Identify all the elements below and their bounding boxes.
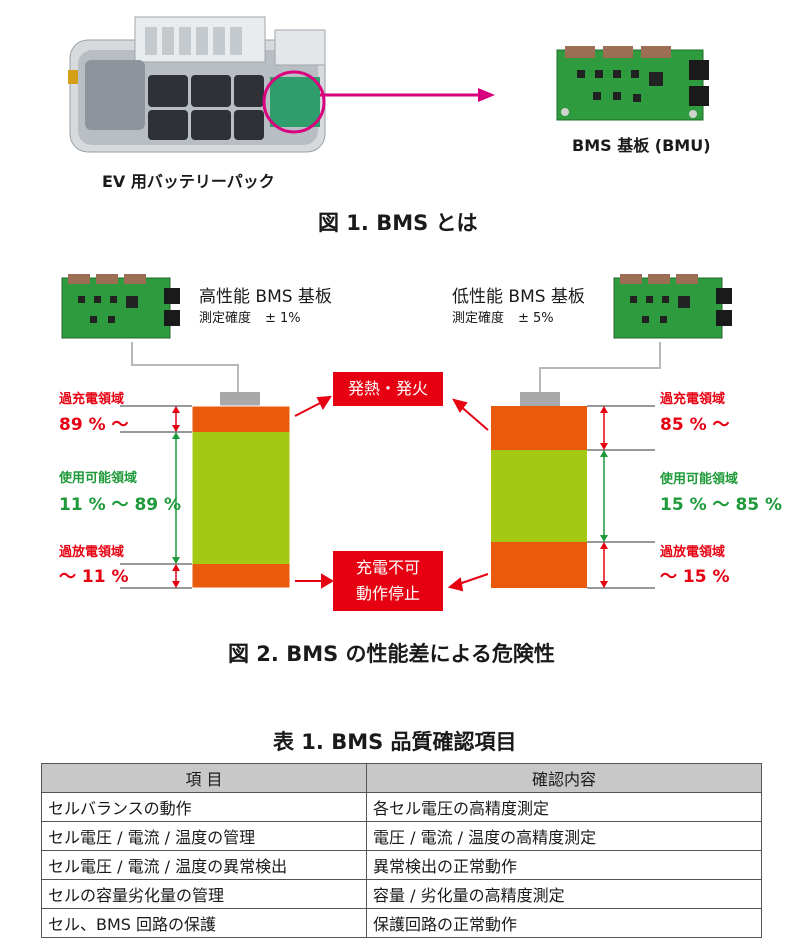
table1-title: 表 1. BMS 品質確認項目 xyxy=(273,730,517,754)
left-battery xyxy=(191,392,291,589)
right-board-title: 低性能 BMS 基板 xyxy=(452,287,585,307)
header-item: 項 目 xyxy=(41,763,367,793)
right-accuracy-label: 測定確度 xyxy=(452,311,505,326)
row-item: セル電圧 / 電流 / 温度の異常検出 xyxy=(41,850,367,880)
bms-board-image xyxy=(553,42,715,124)
danger-stop-line2: 動作停止 xyxy=(355,584,420,603)
pointer-arrow xyxy=(320,85,500,105)
quality-table-wrap: 項 目 確認内容 セルバランスの動作 各セル電圧の高精度測定 セル電圧 / 電流… xyxy=(41,763,762,938)
pack-caption: EV 用バッテリーパック xyxy=(102,172,275,191)
right-over-value: 85 % ～ xyxy=(660,415,730,435)
table-row: セル、BMS 回路の保護 保護回路の正常動作 xyxy=(41,908,762,938)
bms-diagram xyxy=(0,340,800,630)
table-header-row: 項 目 確認内容 xyxy=(41,763,762,793)
row-check: 各セル電圧の高精度測定 xyxy=(366,792,762,822)
table-row: セル電圧 / 電流 / 温度の異常検出 異常検出の正常動作 xyxy=(41,850,762,880)
header-check: 確認内容 xyxy=(366,763,762,793)
table-row: セル電圧 / 電流 / 温度の管理 電圧 / 電流 / 温度の高精度測定 xyxy=(41,821,762,851)
left-over-label: 過充電領域 xyxy=(59,392,125,407)
row-check: 電圧 / 電流 / 温度の高精度測定 xyxy=(366,821,762,851)
row-check: 異常検出の正常動作 xyxy=(366,850,762,880)
left-board-title: 高性能 BMS 基板 xyxy=(199,287,332,307)
danger-overheat-badge: 発熱・発火 xyxy=(333,372,443,406)
left-usable-label: 使用可能領域 xyxy=(59,471,138,486)
danger-stop-line1: 充電不可 xyxy=(355,558,420,577)
right-over-label: 過充電領域 xyxy=(660,392,726,407)
left-under-value: ～ 11 % xyxy=(59,567,129,587)
figure1-title: 図 1. BMS とは xyxy=(318,211,478,235)
right-accuracy-value: ± 5% xyxy=(518,311,554,326)
row-item: セルの容量劣化量の管理 xyxy=(41,879,367,909)
right-usable-label: 使用可能領域 xyxy=(660,472,739,487)
right-under-label: 過放電領域 xyxy=(660,545,726,560)
table-row: セルの容量劣化量の管理 容量 / 劣化量の高精度測定 xyxy=(41,879,762,909)
left-accuracy: 測定確度 ± 1% xyxy=(199,307,301,326)
left-under-label: 過放電領域 xyxy=(59,545,125,560)
left-over-value: 89 % ～ xyxy=(59,415,129,435)
left-usable-value: 11 % ～ 89 % xyxy=(59,495,182,515)
row-item: セル電圧 / 電流 / 温度の管理 xyxy=(41,821,367,851)
row-check: 保護回路の正常動作 xyxy=(366,908,762,938)
danger-stop-badge: 充電不可 動作停止 xyxy=(333,551,443,611)
board-caption: BMS 基板 (BMU) xyxy=(572,136,711,155)
right-usable-value: 15 % ～ 85 % xyxy=(660,495,783,515)
figure2-title: 図 2. BMS の性能差による危険性 xyxy=(228,642,555,666)
right-accuracy: 測定確度 ± 5% xyxy=(452,307,554,326)
left-accuracy-value: ± 1% xyxy=(265,311,301,326)
high-perf-board-image xyxy=(60,272,182,342)
quality-table: 項 目 確認内容 セルバランスの動作 各セル電圧の高精度測定 セル電圧 / 電流… xyxy=(41,763,762,938)
row-item: セルバランスの動作 xyxy=(41,792,367,822)
table-row: セルバランスの動作 各セル電圧の高精度測定 xyxy=(41,792,762,822)
battery-pack-image xyxy=(60,5,340,165)
left-accuracy-label: 測定確度 xyxy=(199,311,252,326)
row-check: 容量 / 劣化量の高精度測定 xyxy=(366,879,762,909)
right-under-value: ～ 15 % xyxy=(660,567,730,587)
row-item: セル、BMS 回路の保護 xyxy=(41,908,367,938)
right-battery xyxy=(491,392,587,588)
low-perf-board-image xyxy=(612,272,734,342)
